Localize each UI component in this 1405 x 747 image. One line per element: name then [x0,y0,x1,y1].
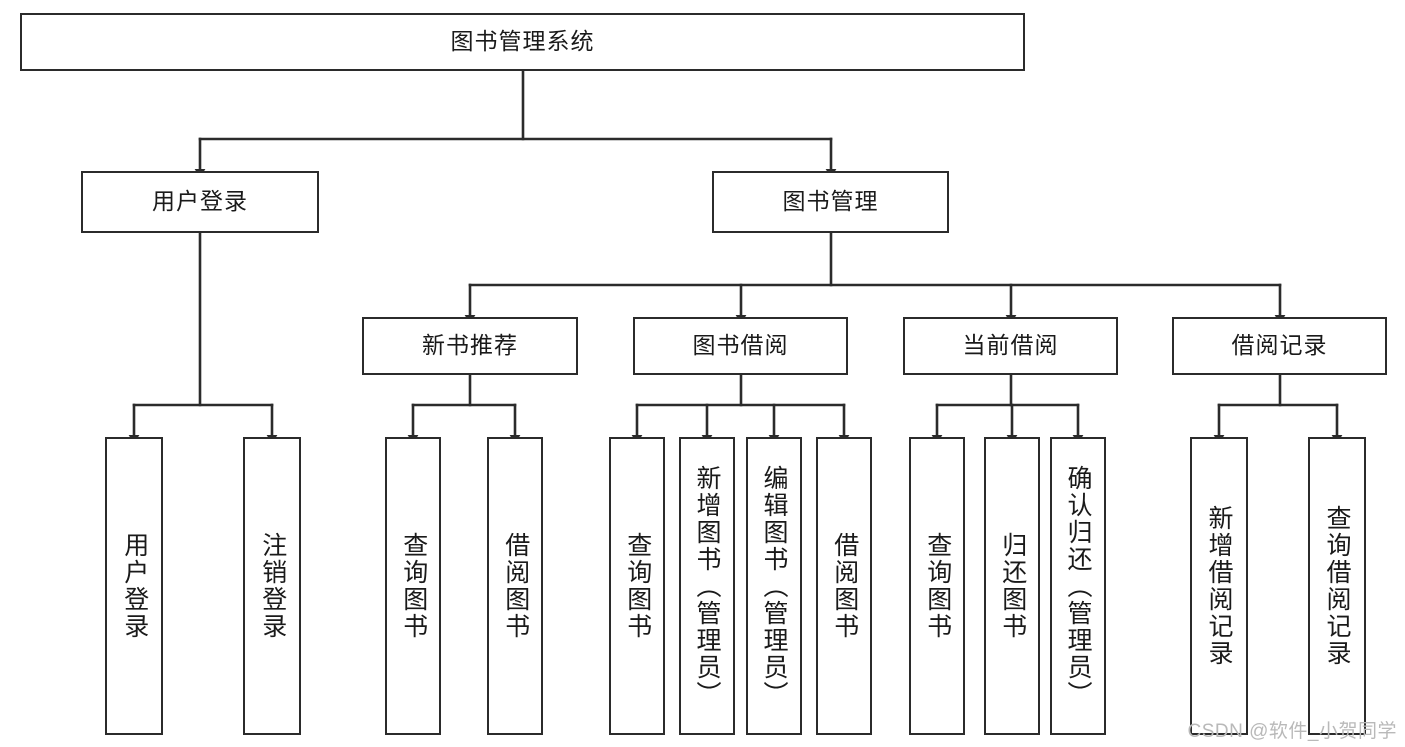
node-label-leaf-add-book: 新增图书（管理员） [693,464,721,708]
node-label-borrow-record: 借阅记录 [1231,332,1328,359]
node-leaf-user-logout[interactable]: 注销登录 [243,437,301,735]
edge-paths [128,69,1343,444]
node-leaf-add-record[interactable]: 新增借阅记录 [1190,437,1248,735]
node-label-book-borrow: 图书借阅 [692,332,789,359]
node-label-leaf-query-book-2: 查询图书 [623,532,652,640]
node-leaf-borrow-book-1[interactable]: 借阅图书 [487,437,543,735]
node-label-user-login: 用户登录 [152,188,248,215]
node-label-root: 图书管理系统 [450,28,595,55]
node-leaf-confirm-return[interactable]: 确认归还（管理员） [1050,437,1106,735]
node-root[interactable]: 图书管理系统 [20,13,1025,71]
node-label-current-borrow: 当前借阅 [962,332,1059,359]
node-leaf-user-login[interactable]: 用户登录 [105,437,163,735]
node-borrow-record[interactable]: 借阅记录 [1172,317,1387,375]
node-current-borrow[interactable]: 当前借阅 [903,317,1118,375]
node-label-leaf-confirm-return: 确认归还（管理员） [1064,464,1092,708]
node-leaf-borrow-book-2[interactable]: 借阅图书 [816,437,872,735]
node-new-book-rec[interactable]: 新书推荐 [362,317,578,375]
node-leaf-query-book-1[interactable]: 查询图书 [385,437,441,735]
node-leaf-edit-book[interactable]: 编辑图书（管理员） [746,437,802,735]
node-leaf-query-book-2[interactable]: 查询图书 [609,437,665,735]
node-label-new-book-rec: 新书推荐 [422,332,518,359]
node-book-borrow[interactable]: 图书借阅 [633,317,848,375]
node-leaf-query-book-3[interactable]: 查询图书 [909,437,965,735]
node-label-leaf-return-book: 归还图书 [998,532,1027,640]
node-label-leaf-borrow-book-2: 借阅图书 [830,532,859,640]
node-label-leaf-query-book-3: 查询图书 [923,532,952,640]
node-label-book-manage: 图书管理 [782,188,879,215]
node-label-leaf-user-login: 用户登录 [120,532,149,640]
node-user-login[interactable]: 用户登录 [81,171,319,233]
watermark-label: CSDN @软件_小贺同学 [1187,721,1397,742]
node-label-leaf-add-record: 新增借阅记录 [1205,505,1233,667]
node-leaf-add-book[interactable]: 新增图书（管理员） [679,437,735,735]
node-label-leaf-borrow-book-1: 借阅图书 [501,532,530,640]
node-label-leaf-query-record: 查询借阅记录 [1323,505,1351,667]
node-book-manage[interactable]: 图书管理 [712,171,949,233]
node-label-leaf-edit-book: 编辑图书（管理员） [760,464,788,708]
node-leaf-query-record[interactable]: 查询借阅记录 [1308,437,1366,735]
node-leaf-return-book[interactable]: 归还图书 [984,437,1040,735]
node-label-leaf-query-book-1: 查询图书 [399,532,428,640]
node-label-leaf-user-logout: 注销登录 [258,532,287,640]
